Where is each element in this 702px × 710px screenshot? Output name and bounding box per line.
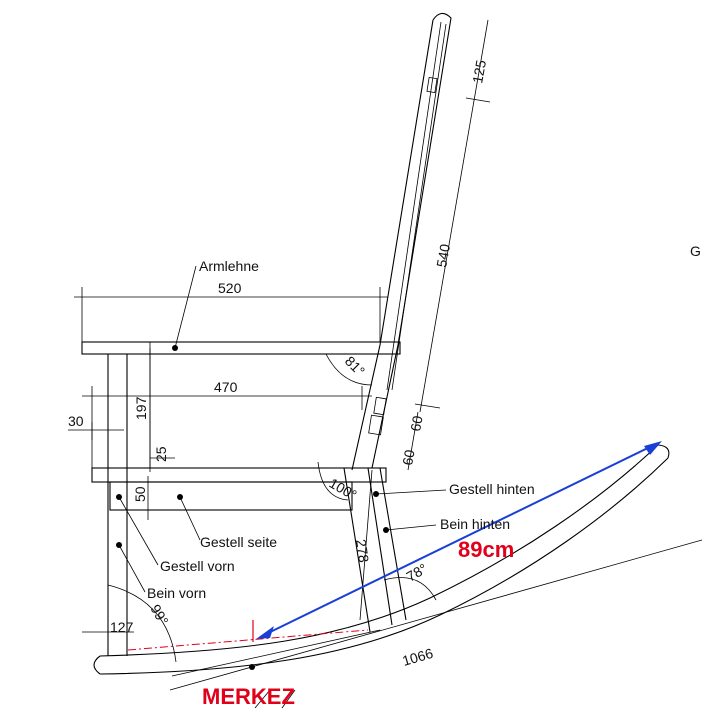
length-arrow (256, 441, 662, 639)
dim-60-a: 60 (407, 414, 425, 432)
label-armlehne: Armlehne (199, 258, 259, 274)
dim-520: 520 (218, 280, 242, 296)
angle-100: 100° (327, 475, 360, 503)
rocker (93, 444, 670, 675)
backrest (351, 12, 452, 471)
dim-25: 25 (153, 446, 169, 462)
dimension-lines (68, 19, 491, 677)
angle-arcs (107, 353, 437, 663)
dim-127: 127 (110, 619, 134, 635)
dim-540: 540 (433, 243, 453, 269)
label-gestell-seite: Gestell seite (200, 534, 277, 550)
dim-470: 470 (214, 379, 238, 395)
annotation-merkez: MERKEZ (202, 684, 295, 709)
label-bein-hinten: Bein hinten (440, 516, 510, 532)
ground-line (169, 539, 702, 691)
leader-lines (118, 265, 447, 593)
label-gestell-hinten: Gestell hinten (449, 481, 535, 497)
dim-50: 50 (132, 486, 148, 502)
dim-60-b: 60 (399, 448, 417, 466)
dim-1066: 1066 (400, 645, 435, 669)
dim-197: 197 (133, 396, 149, 420)
dim-278: 278 (353, 538, 372, 564)
label-edge-fragment: G (690, 243, 701, 259)
center-line (127, 629, 369, 651)
angle-99: 99° (147, 602, 171, 628)
label-gestell-vorn: Gestell vorn (160, 558, 235, 574)
seat-frame (91, 467, 387, 511)
label-bein-vorn: Bein vorn (147, 585, 206, 601)
dim-125: 125 (469, 59, 489, 85)
angle-78: 78° (404, 560, 430, 584)
armrest (81, 341, 401, 355)
dim-30: 30 (68, 413, 84, 429)
annotation-89cm: 89cm (458, 537, 514, 562)
angle-81: 81° (342, 353, 368, 379)
